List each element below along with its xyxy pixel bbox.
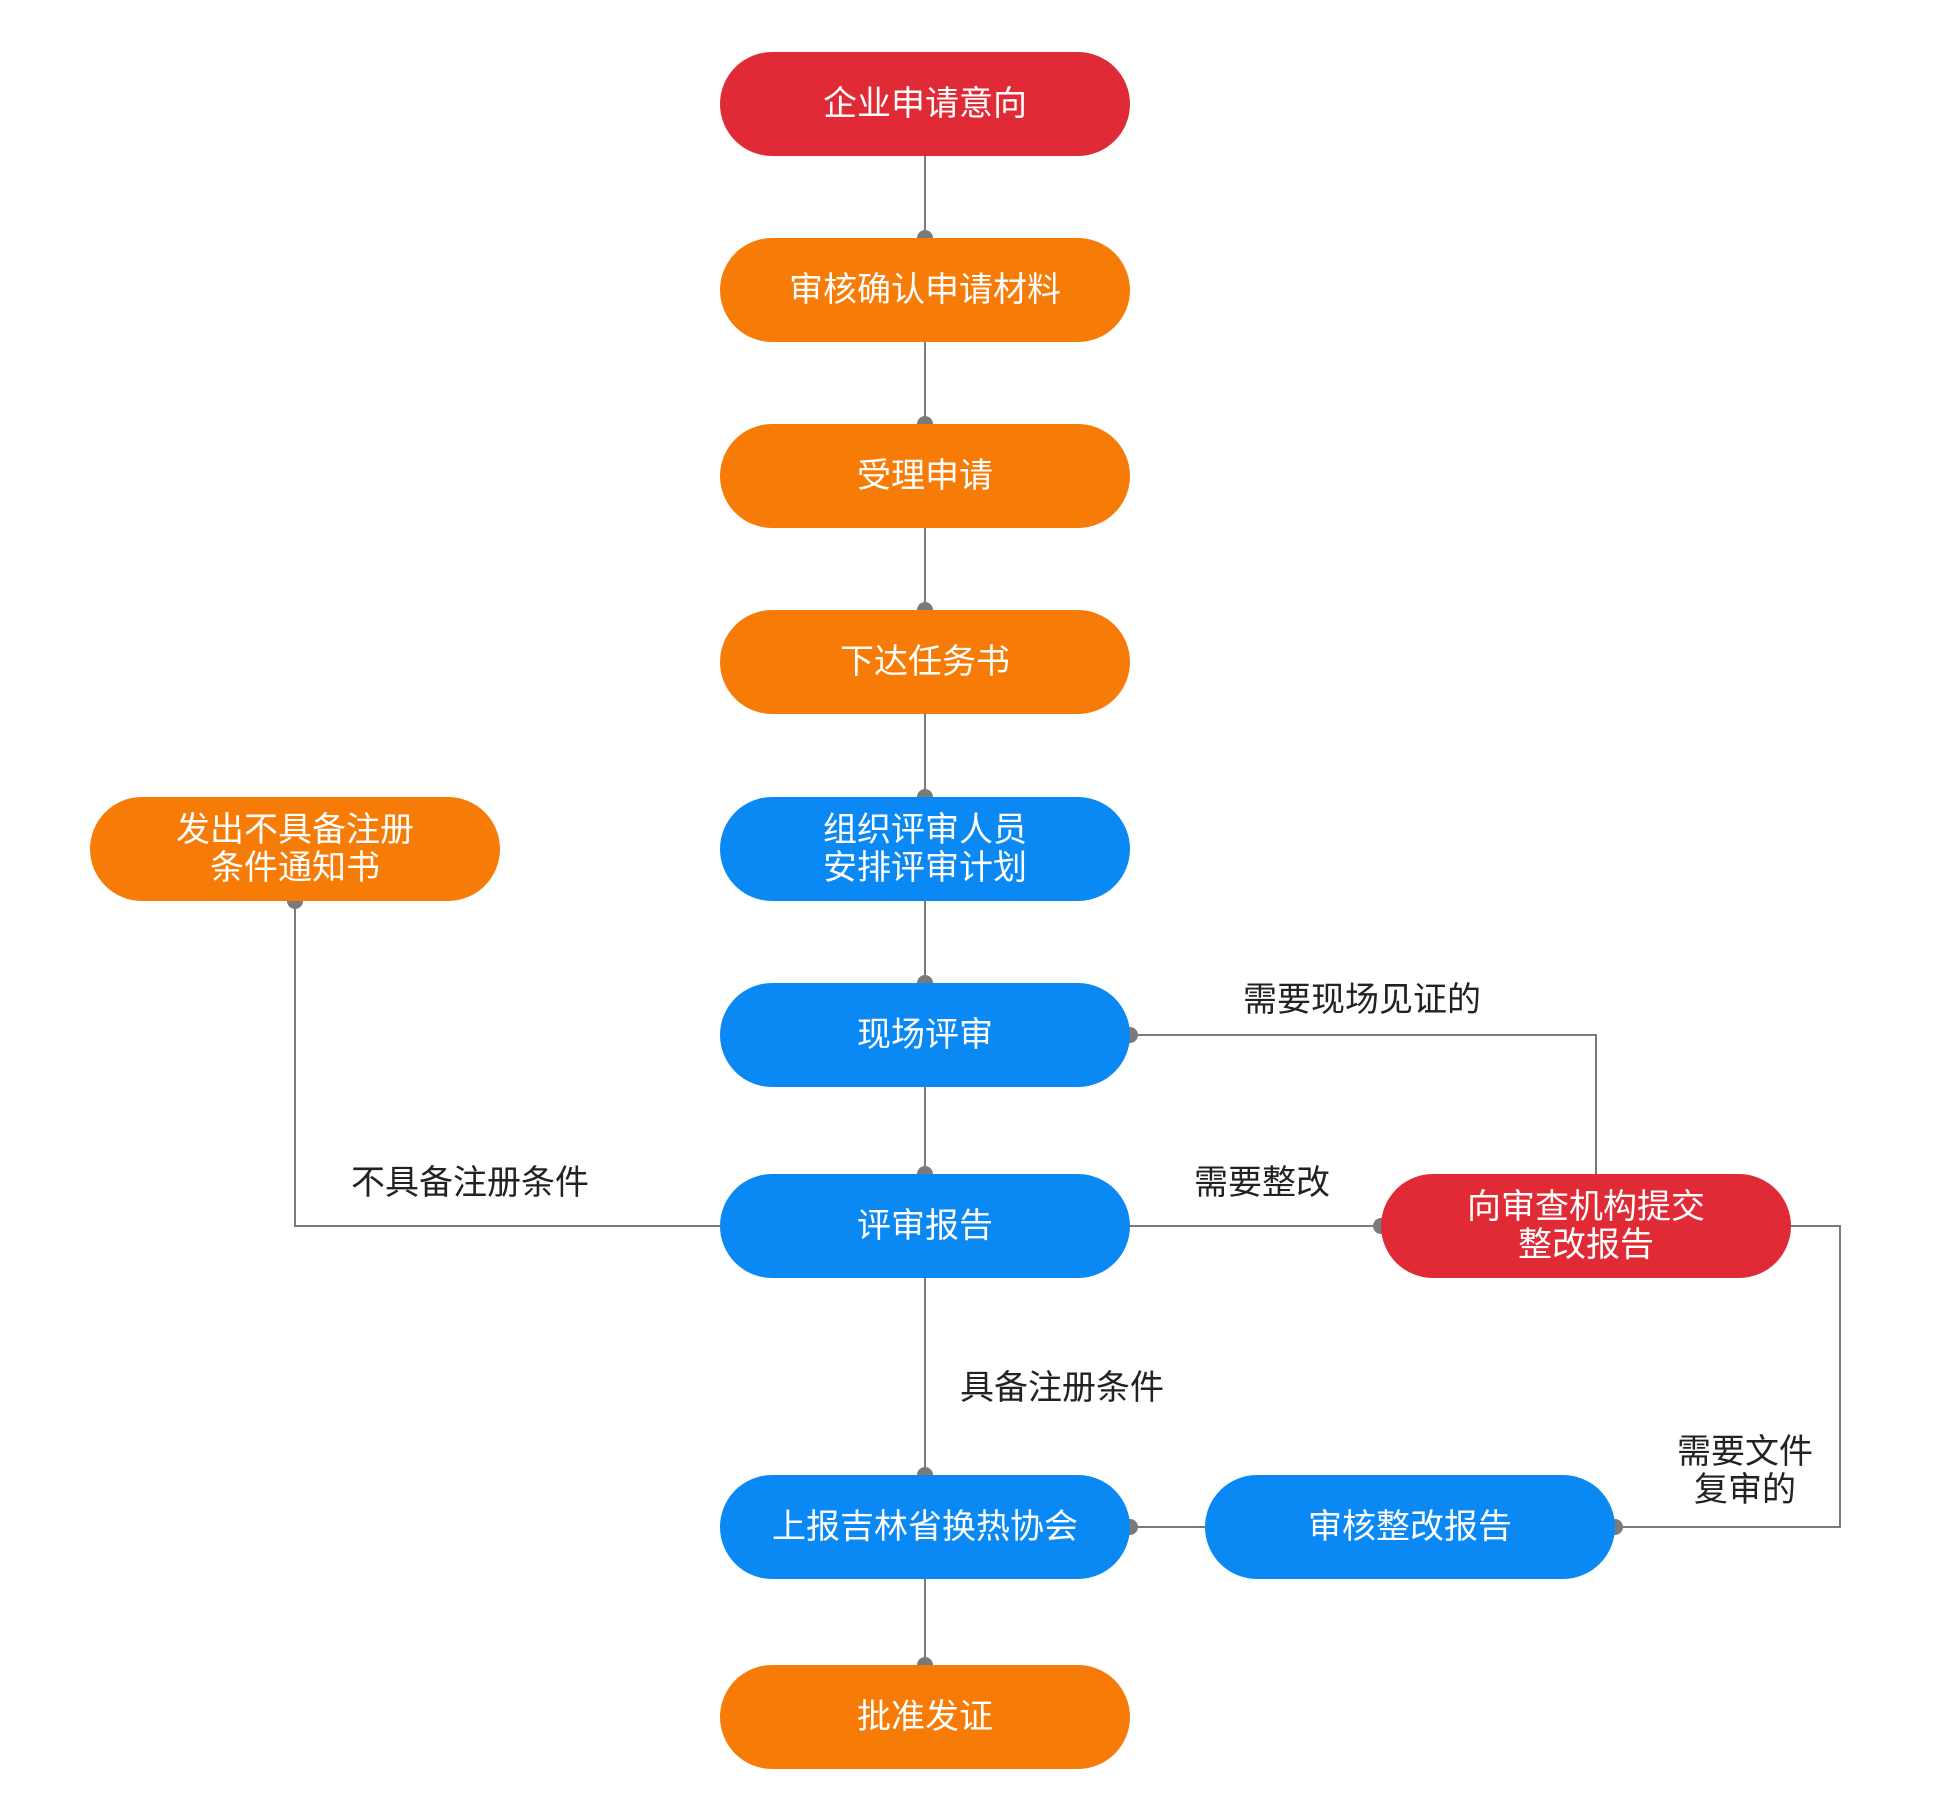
- node-report-association: 上报吉林省换热协会: [720, 1475, 1130, 1579]
- node-shape: [720, 1475, 1130, 1579]
- node-shape: [720, 424, 1130, 528]
- node-onsite-review: 现场评审: [720, 983, 1130, 1087]
- node-shape: [720, 238, 1130, 342]
- node-label: 现场评审: [857, 1015, 993, 1055]
- node-issue-task: 下达任务书: [720, 610, 1130, 714]
- node-label: 批准发证: [857, 1697, 993, 1737]
- edge-label-not-eligible: 不具备注册条件: [351, 1163, 589, 1203]
- node-label: 安排评审计划: [823, 848, 1027, 888]
- edge-label-need-doc-review: 需要文件: [1677, 1432, 1813, 1472]
- connector-line: [294, 901, 720, 1227]
- edge-label-need-doc-review: 复审的: [1694, 1470, 1796, 1510]
- node-shape: [720, 1174, 1130, 1278]
- node-label: 审核确认申请材料: [789, 270, 1061, 310]
- node-layer: 企业申请意向审核确认申请材料受理申请下达任务书组织评审人员安排评审计划现场评审评…: [90, 52, 1791, 1769]
- node-label: 组织评审人员: [823, 810, 1027, 850]
- node-label: 企业申请意向: [823, 84, 1027, 124]
- connector-line: [1615, 1225, 1841, 1528]
- node-review-materials: 审核确认申请材料: [720, 238, 1130, 342]
- node-shape: [1381, 1174, 1791, 1278]
- node-shape: [720, 610, 1130, 714]
- node-label: 整改报告: [1518, 1225, 1654, 1265]
- node-shape: [720, 52, 1130, 156]
- node-shape: [720, 983, 1130, 1087]
- node-label: 审核整改报告: [1308, 1507, 1512, 1547]
- node-label: 条件通知书: [210, 848, 380, 888]
- node-apply-intent: 企业申请意向: [720, 52, 1130, 156]
- node-label: 发出不具备注册: [176, 810, 414, 850]
- edge-label-need-witness: 需要现场见证的: [1243, 980, 1481, 1020]
- node-approve-certificate: 批准发证: [720, 1665, 1130, 1769]
- node-review-report: 评审报告: [720, 1174, 1130, 1278]
- node-shape: [1205, 1475, 1615, 1579]
- node-shape: [720, 1665, 1130, 1769]
- node-label: 向审查机构提交: [1467, 1187, 1705, 1227]
- connector-line: [1130, 1034, 1597, 1174]
- edge-label-eligible: 具备注册条件: [960, 1368, 1164, 1408]
- node-audit-rectification: 审核整改报告: [1205, 1475, 1615, 1579]
- node-label: 评审报告: [857, 1206, 993, 1246]
- node-label: 下达任务书: [840, 642, 1010, 682]
- node-accept-application: 受理申请: [720, 424, 1130, 528]
- node-shape: [720, 797, 1130, 901]
- node-shape: [90, 797, 500, 901]
- edge-label-need-rectify: 需要整改: [1194, 1163, 1330, 1203]
- node-label: 上报吉林省换热协会: [772, 1507, 1078, 1547]
- connector-layer: [287, 156, 1841, 1673]
- node-label: 受理申请: [857, 456, 993, 496]
